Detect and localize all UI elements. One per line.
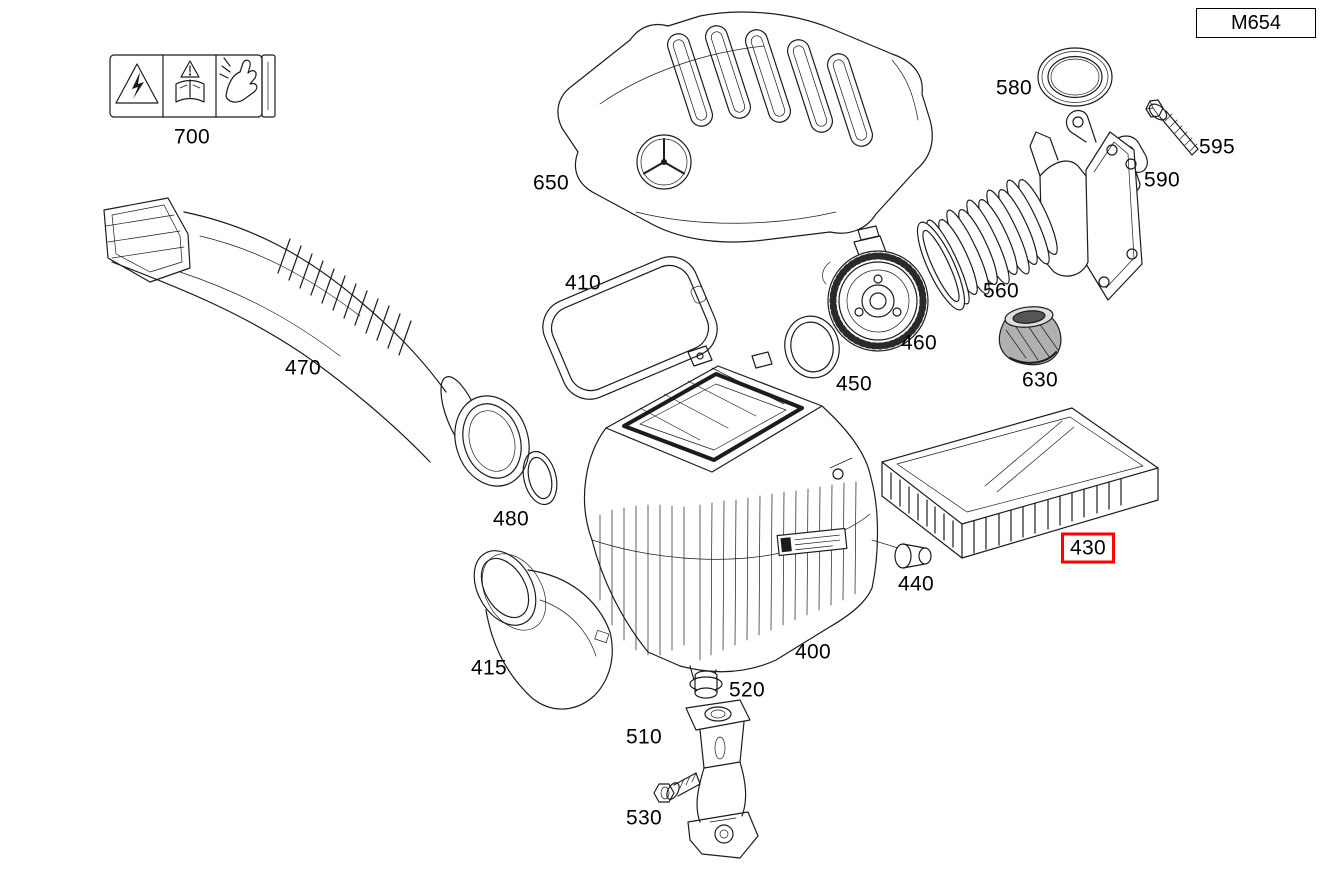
callout-450[interactable]: 450 xyxy=(836,372,872,396)
callout-520[interactable]: 520 xyxy=(729,678,765,702)
part-415-lower-duct xyxy=(473,550,613,710)
part-700-warning-label xyxy=(109,54,276,118)
part-630-elbow xyxy=(998,306,1062,366)
callout-590[interactable]: 590 xyxy=(1144,168,1180,192)
part-410-gasket xyxy=(542,256,718,400)
callout-630[interactable]: 630 xyxy=(1022,368,1058,392)
part-460-intake-connector xyxy=(822,225,929,352)
callout-470[interactable]: 470 xyxy=(285,356,321,380)
part-650-engine-cover xyxy=(557,11,933,243)
housing-label-sticker xyxy=(776,527,848,557)
duct-louver-slots xyxy=(277,238,412,356)
part-450-o-ring xyxy=(784,315,840,379)
duct-corrugation xyxy=(916,179,1058,311)
callout-560[interactable]: 560 xyxy=(983,279,1019,303)
part-580-seal-ring xyxy=(1037,47,1113,107)
brand-star-icon xyxy=(636,134,692,190)
part-480-seal-ring xyxy=(522,450,558,506)
callout-400[interactable]: 400 xyxy=(795,640,831,664)
part-595-bolt xyxy=(1145,99,1199,156)
part-560-clean-air-duct xyxy=(916,109,1143,311)
callout-430-selected[interactable]: 430 xyxy=(1061,532,1115,564)
part-440-cap xyxy=(894,543,932,569)
filter-pleats xyxy=(890,472,1122,554)
callout-460[interactable]: 460 xyxy=(901,331,937,355)
callout-650[interactable]: 650 xyxy=(533,171,569,195)
callout-410[interactable]: 410 xyxy=(565,271,601,295)
part-520-grommet xyxy=(689,670,723,699)
callout-580[interactable]: 580 xyxy=(996,76,1032,100)
callout-510[interactable]: 510 xyxy=(626,725,662,749)
part-510-bracket xyxy=(685,699,759,859)
part-470-intake-duct xyxy=(103,197,530,487)
callout-440[interactable]: 440 xyxy=(898,572,934,596)
part-400-filter-housing xyxy=(583,345,899,685)
model-code-badge: M654 xyxy=(1196,8,1316,38)
callout-415[interactable]: 415 xyxy=(471,656,507,680)
part-430-air-filter-element[interactable] xyxy=(881,407,1159,559)
callout-530[interactable]: 530 xyxy=(626,806,662,830)
part-530-screw xyxy=(653,772,701,803)
callout-480[interactable]: 480 xyxy=(493,507,529,531)
callout-700[interactable]: 700 xyxy=(174,125,210,149)
callout-595[interactable]: 595 xyxy=(1199,135,1235,159)
cover-rib-slots xyxy=(666,25,874,147)
